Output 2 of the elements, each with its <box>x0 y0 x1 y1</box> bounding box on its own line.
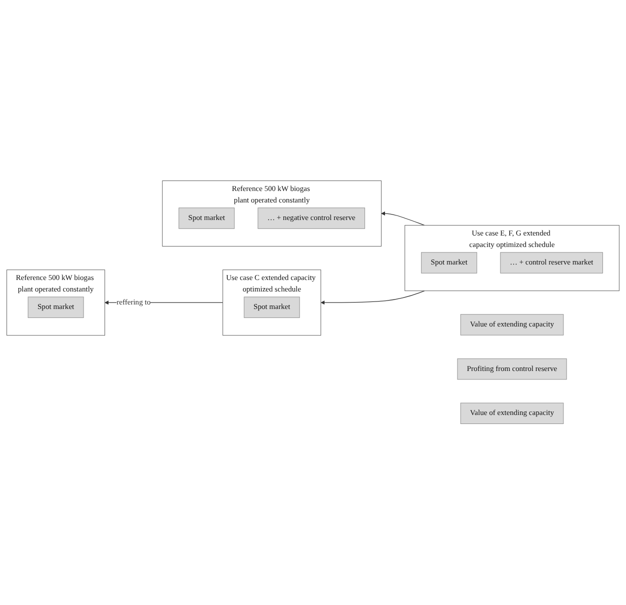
arrow <box>381 212 425 226</box>
arrow <box>320 290 425 305</box>
